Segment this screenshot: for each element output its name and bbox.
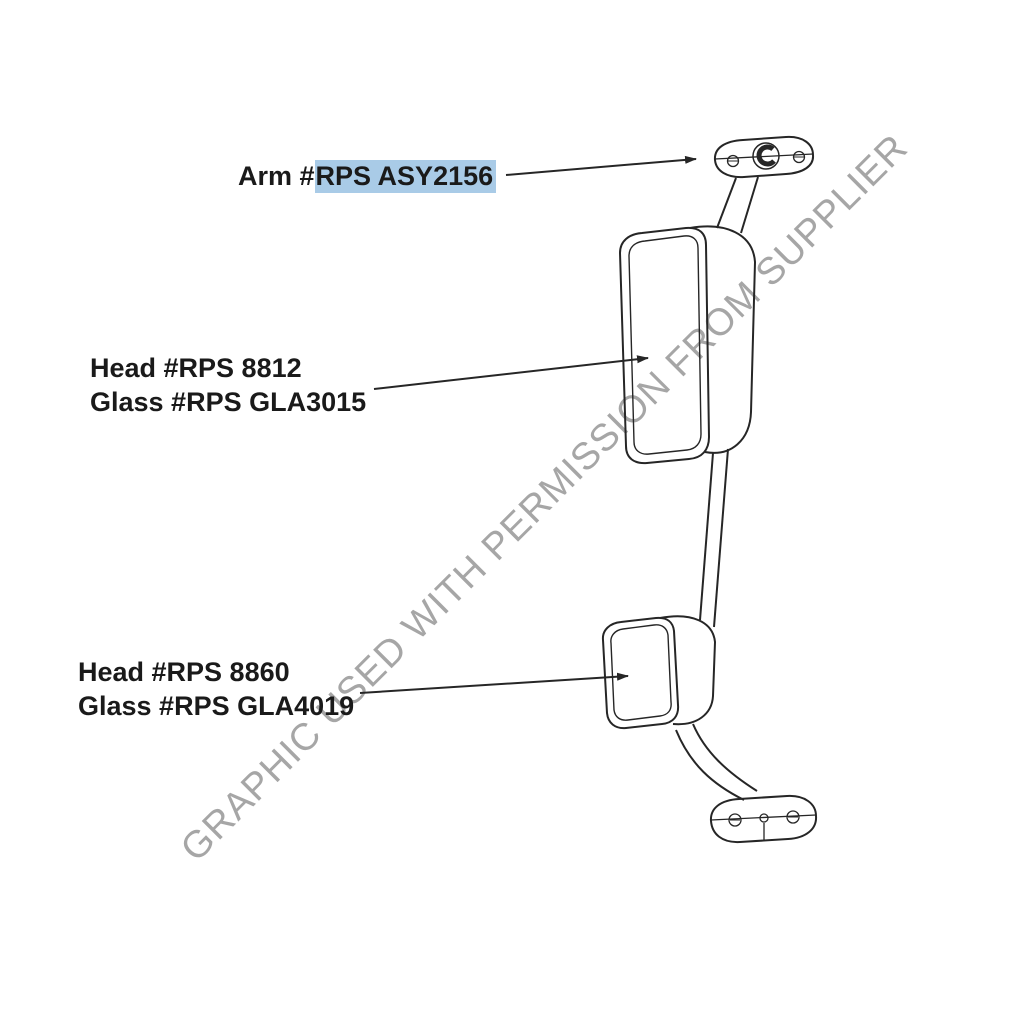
lower-mirror-label: Head #RPS 8860 Glass #RPS GLA4019 — [78, 655, 354, 723]
upper-mirror-head-label: Head #RPS 8812 — [90, 353, 302, 383]
top-mounting-bracket — [713, 135, 815, 179]
upper-mirror-glass — [618, 226, 711, 465]
upper-mirror-leader-arrow — [373, 355, 649, 390]
arm-part-number: RPS ASY2156 — [314, 160, 497, 193]
bottom-mounting-bracket — [709, 794, 818, 844]
lower-mirror-leader-arrow — [359, 672, 629, 694]
arm-leader-arrow — [505, 155, 697, 176]
lower-mirror-housing — [659, 615, 717, 726]
upper-mirror-head — [618, 225, 757, 465]
upper-mirror-glass-label: Glass #RPS GLA3015 — [90, 387, 367, 417]
lower-mirror-head-label: Head #RPS 8860 — [78, 657, 290, 687]
lower-mirror-glass-label: Glass #RPS GLA4019 — [78, 691, 355, 721]
arm-label: Arm #RPS ASY2156 — [238, 159, 497, 193]
lower-mirror-head — [601, 615, 717, 730]
clamp-knob — [752, 142, 780, 170]
lower-mirror-glass — [601, 616, 680, 730]
mirror-arm-tube — [675, 176, 759, 801]
upper-mirror-housing — [689, 225, 757, 454]
arm-label-prefix: Arm # — [238, 161, 315, 191]
upper-mirror-label: Head #RPS 8812 Glass #RPS GLA3015 — [90, 351, 366, 419]
